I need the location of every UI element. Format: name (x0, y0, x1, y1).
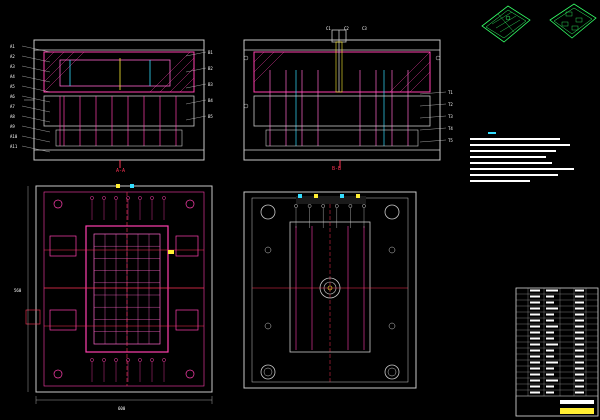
callout-label: A6 (10, 94, 15, 99)
ejector-hole-row (90, 196, 166, 220)
title-stamp (560, 408, 594, 414)
callout-label: A5 (10, 84, 15, 89)
guide-pillar (185, 199, 195, 209)
ejector-hole-row (294, 204, 366, 228)
callout-label: B5 (208, 114, 213, 119)
bottom-clamp-plate (33, 149, 205, 161)
guide-pillar (384, 364, 400, 380)
guide-pillar (260, 364, 276, 380)
guide-pillar (260, 204, 276, 220)
callout-label: A7 (10, 104, 15, 109)
callout-label: A2 (10, 54, 15, 59)
molded-part-profile (59, 59, 171, 87)
bottom-dimension: 600 (118, 406, 126, 411)
callout-label: B4 (208, 98, 213, 103)
slide-block (175, 309, 199, 331)
plan-view-left-frame (35, 185, 213, 393)
callout-label: A9 (10, 124, 15, 129)
plan-view-fixed-half[interactable]: 600 560 (14, 184, 213, 411)
callout-label: A1 (10, 44, 15, 49)
section-indicator (25, 309, 41, 325)
top-clamp-plate (33, 39, 205, 51)
guide-pillar (384, 204, 400, 220)
callout-label: B1 (208, 50, 213, 55)
callout-label: T4 (448, 126, 453, 131)
core-plate (43, 95, 195, 127)
callout-label: A3 (10, 64, 15, 69)
callout-label: B2 (208, 66, 213, 71)
technical-requirements-notes (470, 132, 574, 182)
plan-view-moving-half[interactable] (243, 191, 417, 389)
guide-pillar (53, 199, 63, 209)
bom-table (515, 287, 599, 417)
slide-block (175, 235, 199, 257)
callout-label: C1 (326, 26, 331, 31)
ejector-hole-row (90, 358, 166, 382)
callout-label: C2 (344, 26, 349, 31)
callout-label: C3 (362, 26, 367, 31)
slide-block (49, 309, 77, 331)
callout-label: T1 (448, 90, 453, 95)
isometric-part-view-1[interactable] (481, 5, 531, 43)
bom-rows (515, 287, 599, 396)
section-view-left-frame (33, 39, 205, 161)
locating-ring (319, 277, 341, 299)
callout-label: A8 (10, 114, 15, 119)
guide-pillar (53, 369, 63, 379)
top-callouts: C1 C2 C3 (326, 26, 367, 31)
guide-pillar (185, 369, 195, 379)
plan-view-right-frame (243, 191, 417, 389)
ejector-plate (55, 129, 183, 147)
callout-label: T3 (448, 114, 453, 119)
side-dimension: 560 (14, 288, 22, 293)
callout-label: A4 (10, 74, 15, 79)
ejector-pins-right (269, 70, 409, 146)
callout-label: B3 (208, 82, 213, 87)
isometric-part-view-2[interactable] (549, 3, 597, 39)
title-block[interactable] (515, 287, 599, 417)
ejector-pins (59, 96, 177, 146)
slide-block (49, 235, 77, 257)
callout-label: A11 (10, 144, 18, 149)
callout-label: T5 (448, 138, 453, 143)
callout-label: A10 (10, 134, 18, 139)
callout-label: T2 (448, 102, 453, 107)
section-a-label: A-A (116, 168, 125, 174)
section-b-label: B-B (332, 166, 341, 172)
